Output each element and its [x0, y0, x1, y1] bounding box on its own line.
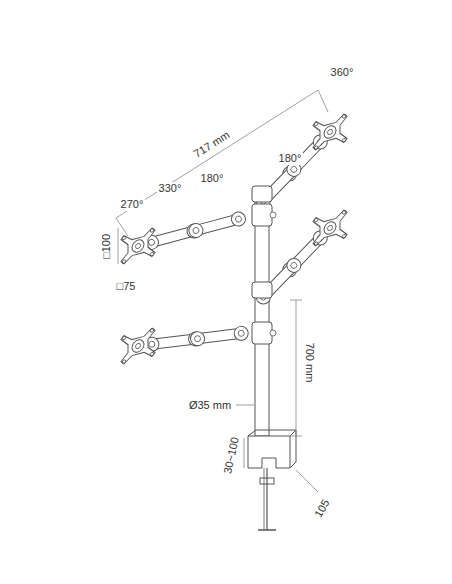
dimension-label: 717 mm [190, 127, 234, 161]
dimension-label: □100 [100, 232, 113, 261]
angle-label: 270° [119, 198, 146, 211]
angle-label: 360° [329, 66, 356, 79]
dimension-label: 30~100 [221, 434, 242, 477]
angle-label: 180° [277, 152, 304, 165]
dimension-label: Ø35 mm [187, 399, 233, 412]
angle-label: 180° [199, 172, 226, 185]
dimension-label: □75 [115, 280, 138, 293]
angle-label: 330° [157, 182, 184, 195]
dimension-label: 700 mm [304, 340, 317, 384]
dimension-label: 105 [311, 495, 333, 521]
